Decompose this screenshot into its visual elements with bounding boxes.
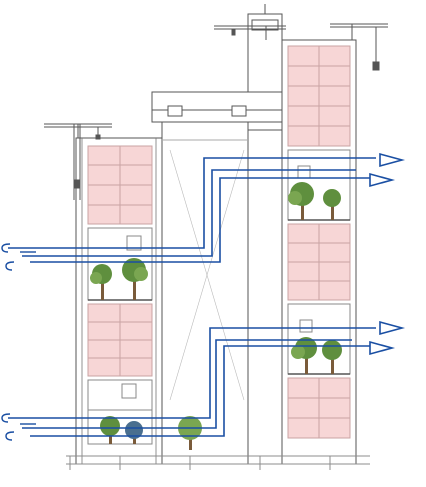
outlet-arrow-icon [379, 152, 406, 168]
air-flow-line [22, 339, 352, 429]
air-flow-line [22, 169, 356, 257]
left-tower-upper-floors [87, 145, 153, 225]
air-flow-line [30, 345, 370, 437]
left-tower-sky-garden-upper [87, 227, 153, 301]
central-core [151, 4, 283, 465]
tree-icon [122, 258, 148, 300]
left-tower-sky-garden-lower [87, 379, 153, 445]
tower-crane-icon [44, 123, 112, 200]
tree-icon [322, 340, 342, 374]
outlet-arrow-icon [379, 320, 406, 336]
tree-icon [125, 421, 143, 444]
right-tower [281, 39, 357, 465]
right-tower-sky-garden-lower [287, 303, 351, 375]
right-tower-lower-floors [287, 377, 351, 439]
air-flow-line [8, 157, 376, 249]
ground-plane [66, 455, 370, 470]
tree-icon [323, 189, 341, 220]
tower-crane-icon [330, 23, 388, 71]
left-tower [75, 124, 163, 465]
outlet-arrow-icon [369, 172, 396, 188]
right-tower-middle-floors [287, 223, 351, 301]
outlet-arrow-icon [369, 340, 396, 356]
tree-icon [291, 337, 317, 374]
right-tower-sky-garden-upper [287, 149, 351, 221]
air-flow-paths [8, 157, 376, 437]
air-flow-line [30, 177, 370, 263]
air-flow-line [8, 327, 376, 419]
left-tower-middle-floors [87, 303, 153, 377]
tree-icon [90, 264, 112, 300]
tower-crane-icon [214, 25, 286, 40]
tree-icon [100, 416, 120, 444]
wind-inlet-icon [1, 243, 36, 271]
right-tower-top-floors [287, 45, 351, 147]
tree-icon [288, 182, 314, 220]
wind-inlet-icon [1, 413, 36, 441]
